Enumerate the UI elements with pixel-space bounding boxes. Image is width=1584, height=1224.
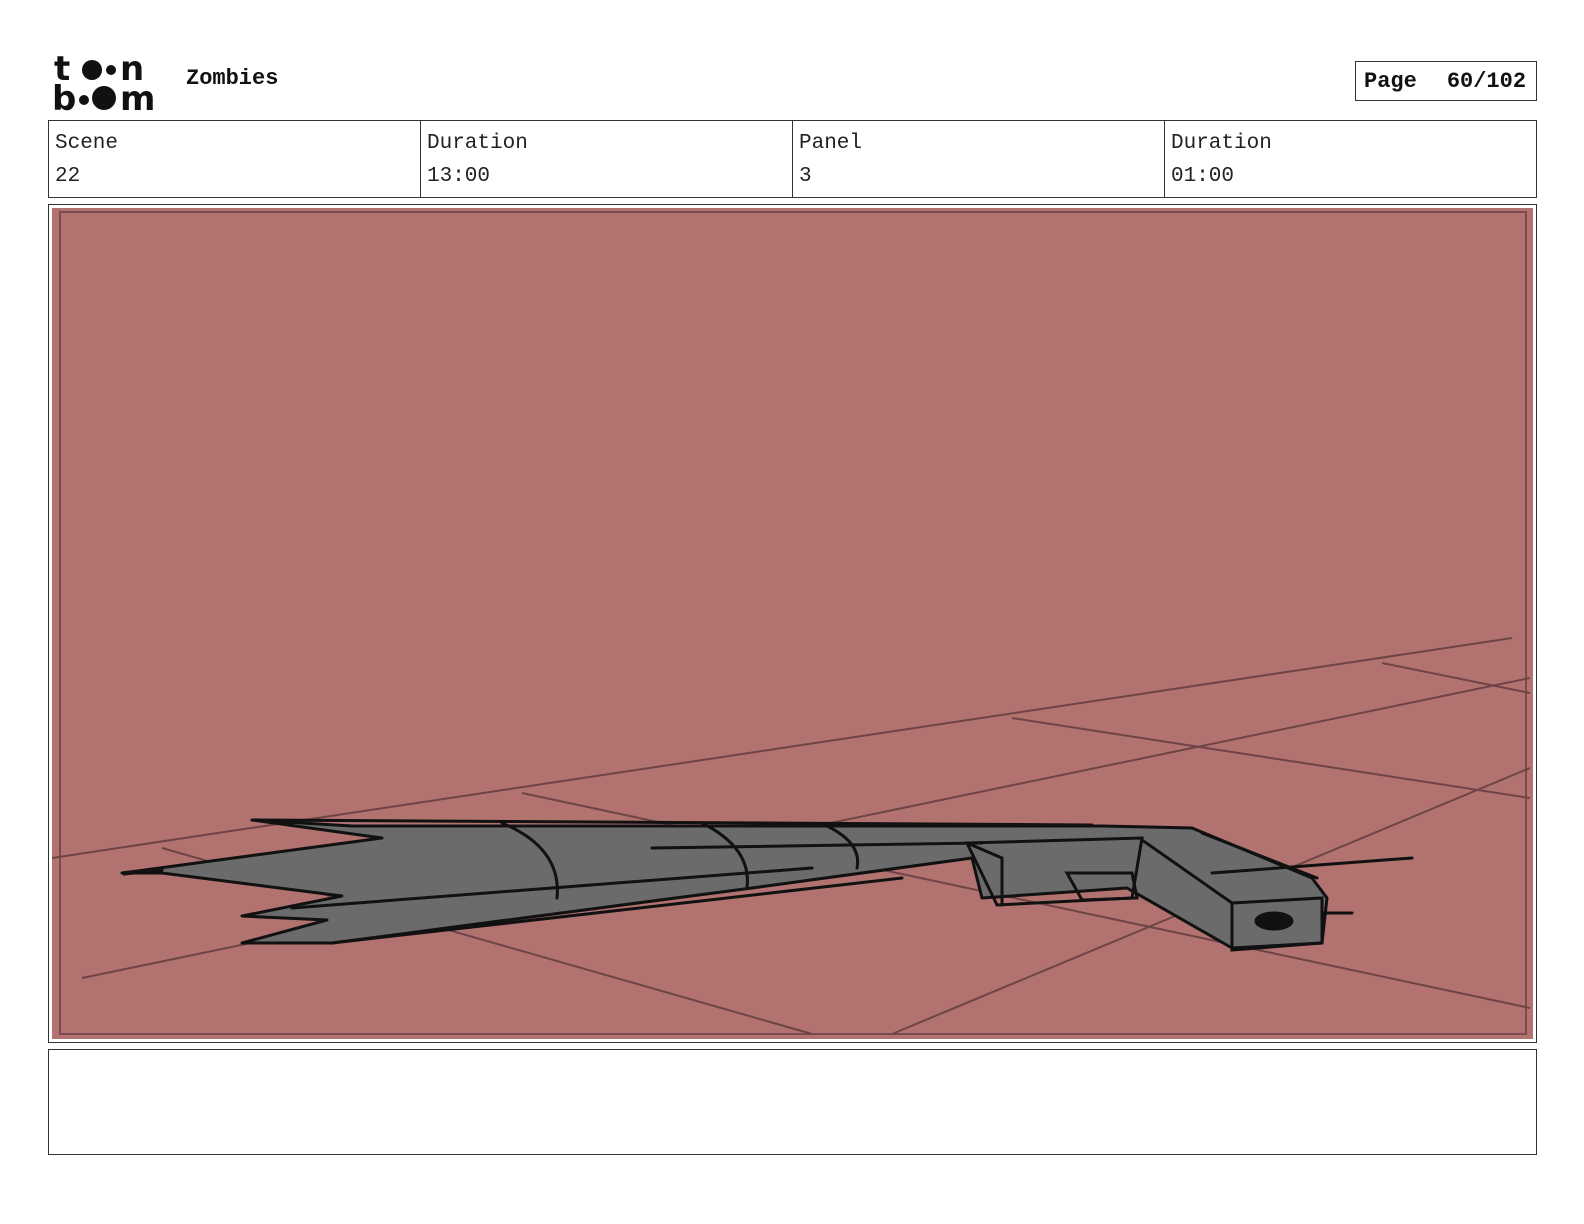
scene-value: 22 (55, 165, 81, 188)
scene-label: Scene (55, 132, 119, 155)
scene-duration-label: Duration (427, 132, 528, 155)
panel-value: 3 (799, 165, 812, 188)
page-number: 60/102 (1446, 68, 1527, 94)
svg-text:b: b (52, 79, 76, 112)
panel-duration-value: 01:00 (1171, 165, 1235, 188)
panel-cell: Panel 3 (793, 121, 1165, 197)
panel-inner-border (59, 211, 1527, 1035)
panel-drawing (52, 208, 1533, 1039)
scene-cell: Scene 22 (49, 121, 421, 197)
storyboard-panel (48, 204, 1537, 1043)
scene-duration-value: 13:00 (427, 165, 491, 188)
page-label: Page (1364, 68, 1417, 94)
panel-info-table: Scene 22 Duration 13:00 Panel 3 Duration… (48, 120, 1537, 198)
page-indicator: Page 60/102 (1355, 61, 1537, 101)
panel-label: Panel (799, 132, 863, 155)
svg-text:m: m (120, 79, 155, 112)
project-title: Zombies (186, 66, 279, 91)
panel-duration-label: Duration (1171, 132, 1272, 155)
panel-notes-box (48, 1049, 1537, 1155)
svg-text:t: t (54, 52, 70, 89)
svg-text:n: n (120, 52, 144, 89)
scene-duration-cell: Duration 13:00 (421, 121, 793, 197)
broken-gun-sketch (120, 818, 1414, 952)
panel-duration-cell: Duration 01:00 (1165, 121, 1536, 197)
toonboom-logo: t n b m (52, 52, 155, 112)
